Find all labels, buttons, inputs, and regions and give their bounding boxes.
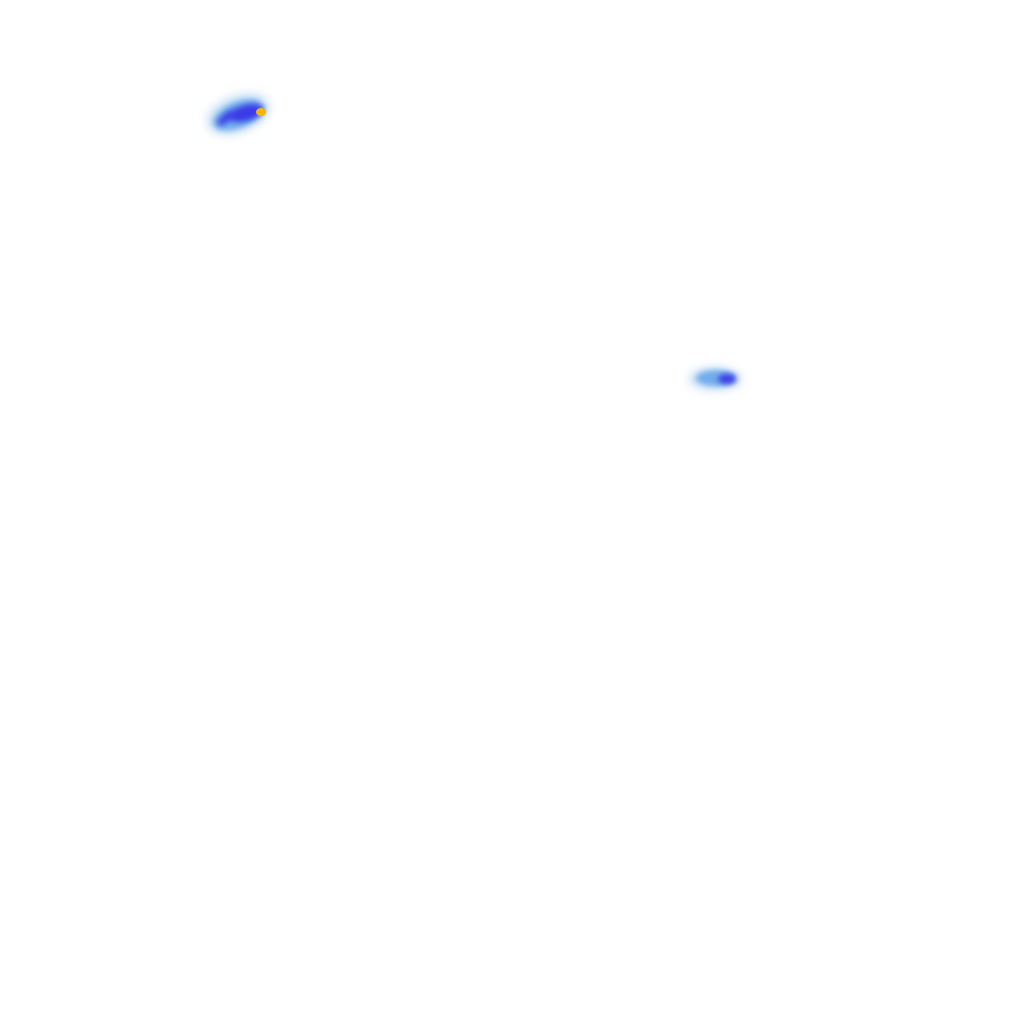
upper-left-blob-core xyxy=(228,103,264,123)
upper-left-blob xyxy=(207,93,269,135)
upper-left-blob-streak xyxy=(217,110,235,126)
upper-left-blob-hotspot xyxy=(256,108,266,116)
right-blob xyxy=(689,368,741,390)
right-blob-core xyxy=(718,374,736,384)
